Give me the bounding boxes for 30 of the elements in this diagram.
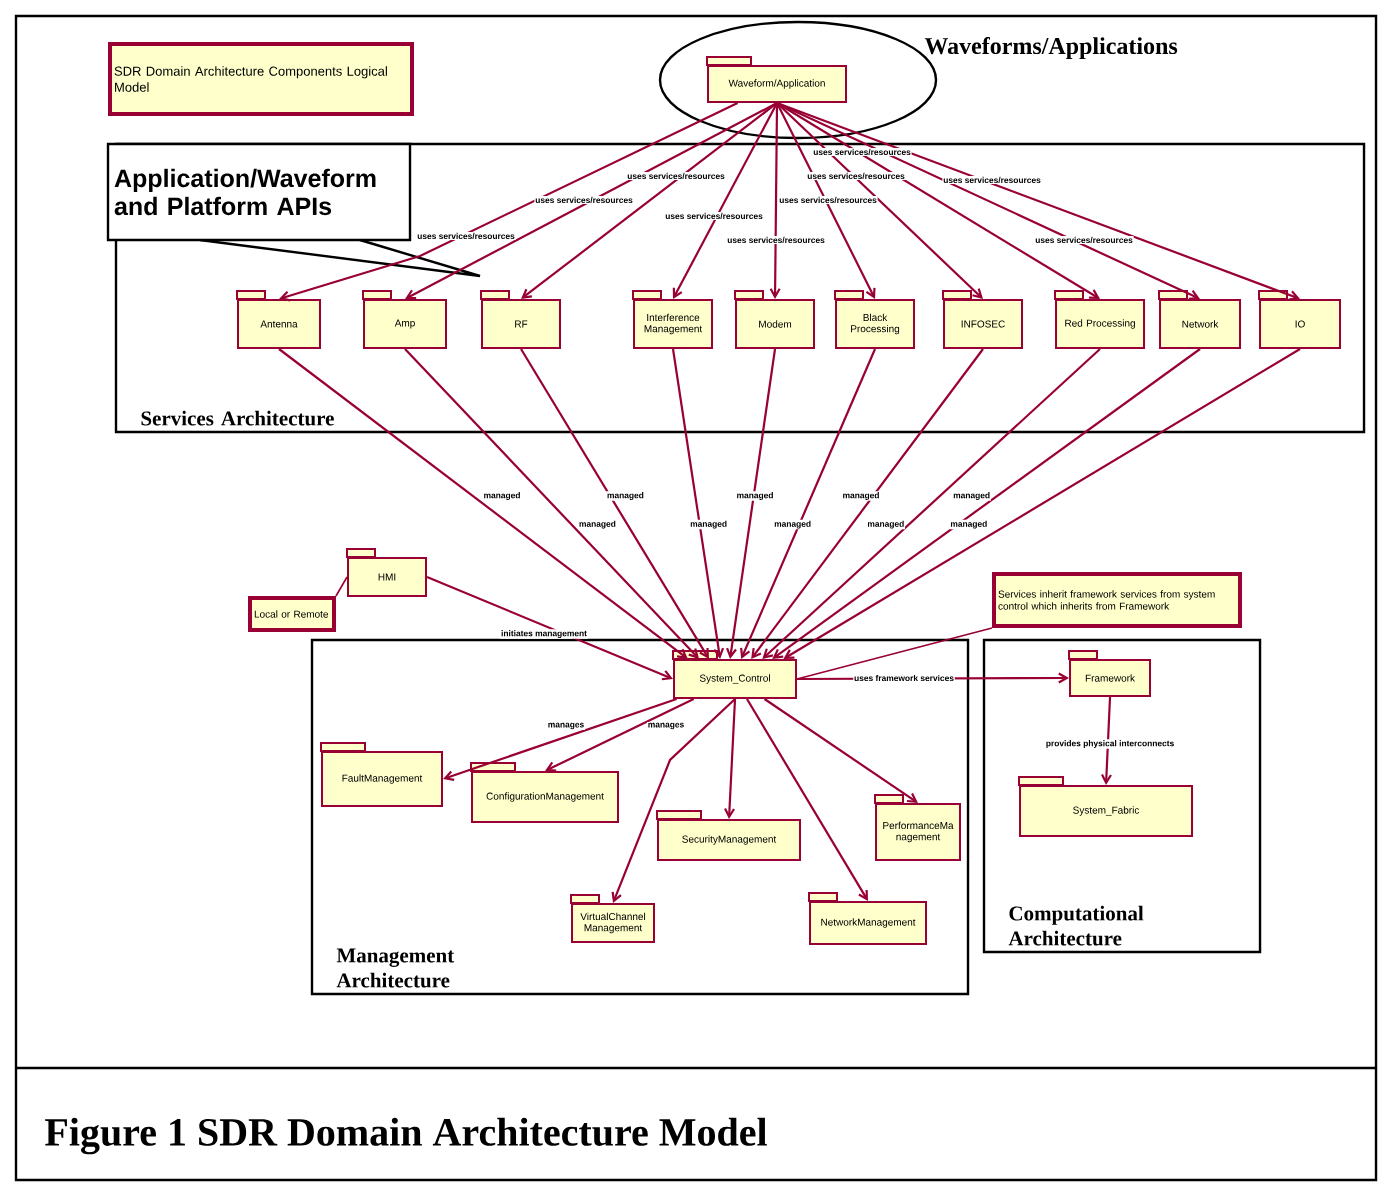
arrow xyxy=(545,698,695,772)
node-label: Waveforms/Applications xyxy=(924,36,1178,59)
arrow xyxy=(776,101,1301,301)
arrow xyxy=(279,102,739,302)
arrow xyxy=(520,348,709,659)
arrow xyxy=(751,348,984,659)
arrow xyxy=(740,348,877,659)
arrow xyxy=(404,348,700,659)
caption: Figure 1 SDR Domain Architecture Model xyxy=(45,1117,767,1155)
arrow xyxy=(776,102,876,299)
arrow xyxy=(776,102,983,299)
arrow xyxy=(783,348,1301,659)
arrow xyxy=(426,576,673,681)
arrow xyxy=(769,102,781,299)
arrow xyxy=(672,102,778,299)
arrow xyxy=(443,697,677,782)
arrow xyxy=(724,698,737,819)
arrow xyxy=(746,698,868,901)
arrow xyxy=(405,102,778,300)
arrow xyxy=(762,348,1101,659)
arrow xyxy=(772,348,1201,659)
arrow xyxy=(1101,696,1112,785)
arrow xyxy=(671,348,725,659)
arrow xyxy=(776,102,1100,299)
arrow xyxy=(776,102,1201,300)
arrow xyxy=(726,348,777,659)
arrow xyxy=(521,102,778,299)
arrow xyxy=(763,698,918,803)
arrow xyxy=(278,348,688,659)
arrow xyxy=(611,698,736,903)
